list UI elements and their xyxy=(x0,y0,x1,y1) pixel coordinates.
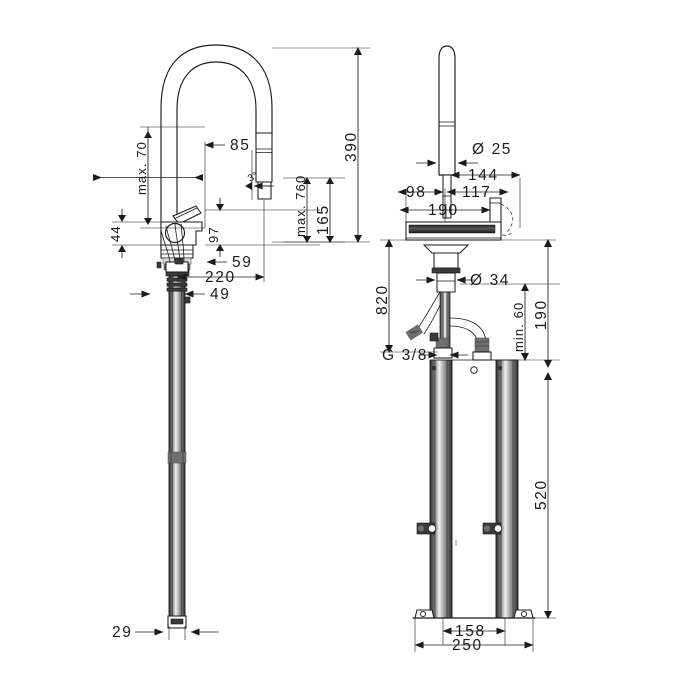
dim-190-width: 190 xyxy=(428,202,459,219)
dim-max70: max. 70 xyxy=(134,141,149,195)
dim-165: 165 xyxy=(315,204,332,235)
dim-820: 820 xyxy=(374,284,391,315)
spray-head-side xyxy=(255,132,273,200)
dim-158: 158 xyxy=(455,623,486,640)
column-legs-front xyxy=(412,359,536,619)
side-view: 85 max. 70 44 97 xyxy=(92,44,370,641)
front-view-dimensions: Ø 25 144 98 117 190 Ø 34 xyxy=(374,141,560,654)
dim-49: 49 xyxy=(210,286,230,303)
supply-hoses-side xyxy=(160,223,185,263)
leg-clamp-left xyxy=(416,522,437,535)
dim-59: 59 xyxy=(232,254,252,271)
dim-85: 85 xyxy=(230,137,250,154)
dim-520: 520 xyxy=(533,479,550,510)
dim-min60: min. 60 xyxy=(511,302,526,352)
dim-190-height: 190 xyxy=(533,299,550,330)
dim-98: 98 xyxy=(406,184,426,201)
dim-220: 220 xyxy=(205,269,236,286)
side-view-dimensions: 85 max. 70 44 97 xyxy=(92,47,370,641)
dim-29: 29 xyxy=(112,624,132,641)
slide-column-side xyxy=(165,257,191,629)
dim-250: 250 xyxy=(452,637,483,654)
dim-g38: G 3/8 xyxy=(382,347,428,364)
front-view: Ø 25 144 98 117 190 Ø 34 xyxy=(374,45,560,654)
mixer-deck-front xyxy=(405,221,502,241)
dim-144: 144 xyxy=(468,167,499,184)
dim-390: 390 xyxy=(343,131,360,162)
escutcheon-shank-front xyxy=(422,244,470,293)
dim-97: 97 xyxy=(206,226,221,243)
leg-clamp-right xyxy=(482,522,503,535)
dim-dia34: Ø 34 xyxy=(470,272,510,289)
dim-dia25: Ø 25 xyxy=(472,141,512,158)
dim-44: 44 xyxy=(108,225,123,242)
spout-gooseneck xyxy=(160,44,273,251)
supply-hoses-front xyxy=(405,291,492,361)
dim-3deg: 3° xyxy=(246,170,260,185)
dim-117: 117 xyxy=(462,184,492,201)
dim-max760: max. 760 xyxy=(293,175,308,237)
